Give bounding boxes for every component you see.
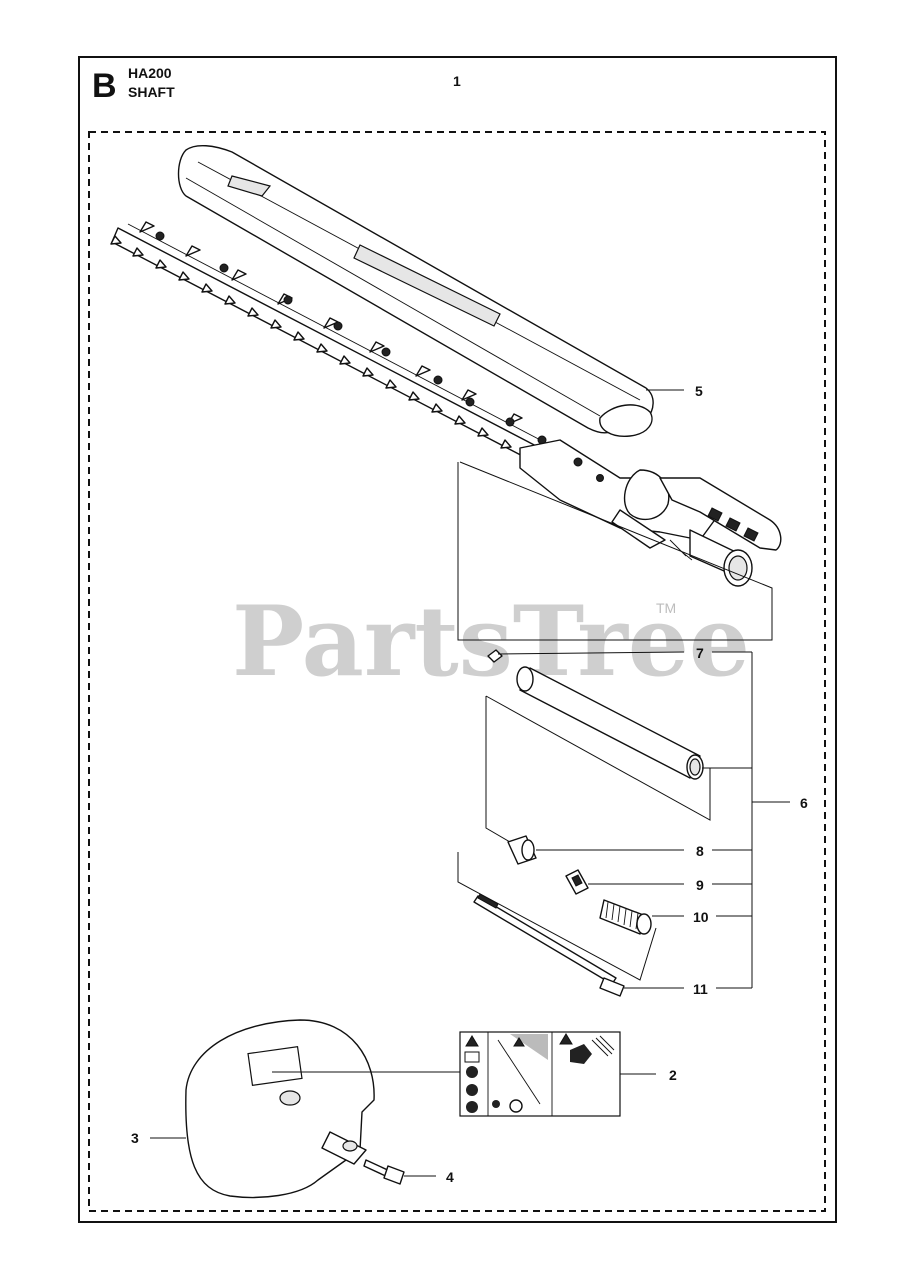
watermark-text: PartsTree	[232, 585, 750, 698]
outer-frame	[78, 56, 837, 1223]
dashed-assembly-frame	[88, 131, 826, 1212]
callout-5: 5	[695, 383, 703, 399]
warning-decal-part	[459, 1031, 621, 1117]
callout-6: 6	[800, 795, 808, 811]
drive-shaft-part	[473, 893, 625, 997]
model-label: HA200	[128, 65, 172, 81]
bushing-part	[599, 899, 652, 935]
explosion-bracket-lower	[457, 852, 657, 981]
callout-2: 2	[669, 1067, 677, 1083]
section-letter: B	[92, 67, 117, 105]
coupling-part	[565, 869, 589, 895]
callout-10: 10	[693, 909, 709, 925]
assembly-label: SHAFT	[128, 84, 175, 100]
cutter-bar-part	[110, 221, 549, 463]
blade-guard-part	[177, 145, 654, 437]
sleeve-part	[507, 835, 537, 865]
callout-1: 1	[453, 73, 461, 89]
callout-4: 4	[446, 1169, 454, 1185]
callout-leaders	[150, 389, 790, 1177]
screw-part	[363, 1159, 405, 1185]
handle-part	[659, 477, 782, 551]
shaft-tube-part	[516, 666, 704, 780]
tube-connector-part	[669, 529, 753, 587]
callout-11: 11	[693, 981, 708, 997]
watermark-trademark: TM	[656, 600, 676, 616]
ring-part	[487, 649, 503, 663]
callout-3: 3	[131, 1130, 139, 1146]
hand-guard-part	[185, 1019, 375, 1199]
explosion-bracket-middle	[485, 695, 711, 843]
callout-8: 8	[696, 843, 704, 859]
callout-7: 7	[696, 645, 704, 661]
callout-9: 9	[696, 877, 704, 893]
explosion-bracket-upper	[457, 461, 773, 641]
gear-head-part	[519, 439, 723, 549]
